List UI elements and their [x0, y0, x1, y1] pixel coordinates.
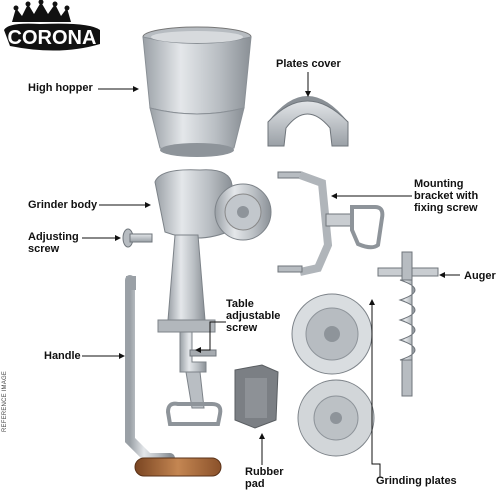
label-mounting-bracket: Mounting bracket with fixing screw	[414, 178, 479, 214]
svg-text:CORONA: CORONA	[8, 27, 97, 49]
label-auger: Auger	[464, 270, 496, 282]
rubber-pad-image	[234, 364, 279, 429]
label-table-adjustable-screw: Table adjustable screw	[226, 298, 281, 334]
label-grinding-plates: Grinding plates	[376, 475, 457, 487]
high-hopper-image	[142, 26, 252, 157]
grinding-plates-image	[291, 293, 375, 457]
grinder-body-image	[154, 169, 272, 426]
callout-lines	[82, 72, 460, 477]
label-rubber-pad: Rubber pad	[245, 466, 284, 490]
corona-logo: CORONA	[4, 0, 100, 51]
label-plates-cover: Plates cover	[276, 58, 341, 70]
label-handle: Handle	[44, 350, 81, 362]
label-adjusting-screw: Adjusting screw	[28, 231, 79, 255]
mounting-bracket-image	[277, 171, 385, 276]
adjusting-screw-image	[122, 228, 153, 248]
handle-image	[125, 275, 222, 477]
auger-image	[377, 251, 439, 397]
plates-cover-image	[267, 96, 349, 147]
label-high-hopper: High hopper	[28, 82, 93, 94]
reference-image-note: REFERENCE IMAGE	[2, 370, 8, 432]
label-grinder-body: Grinder body	[28, 199, 98, 211]
